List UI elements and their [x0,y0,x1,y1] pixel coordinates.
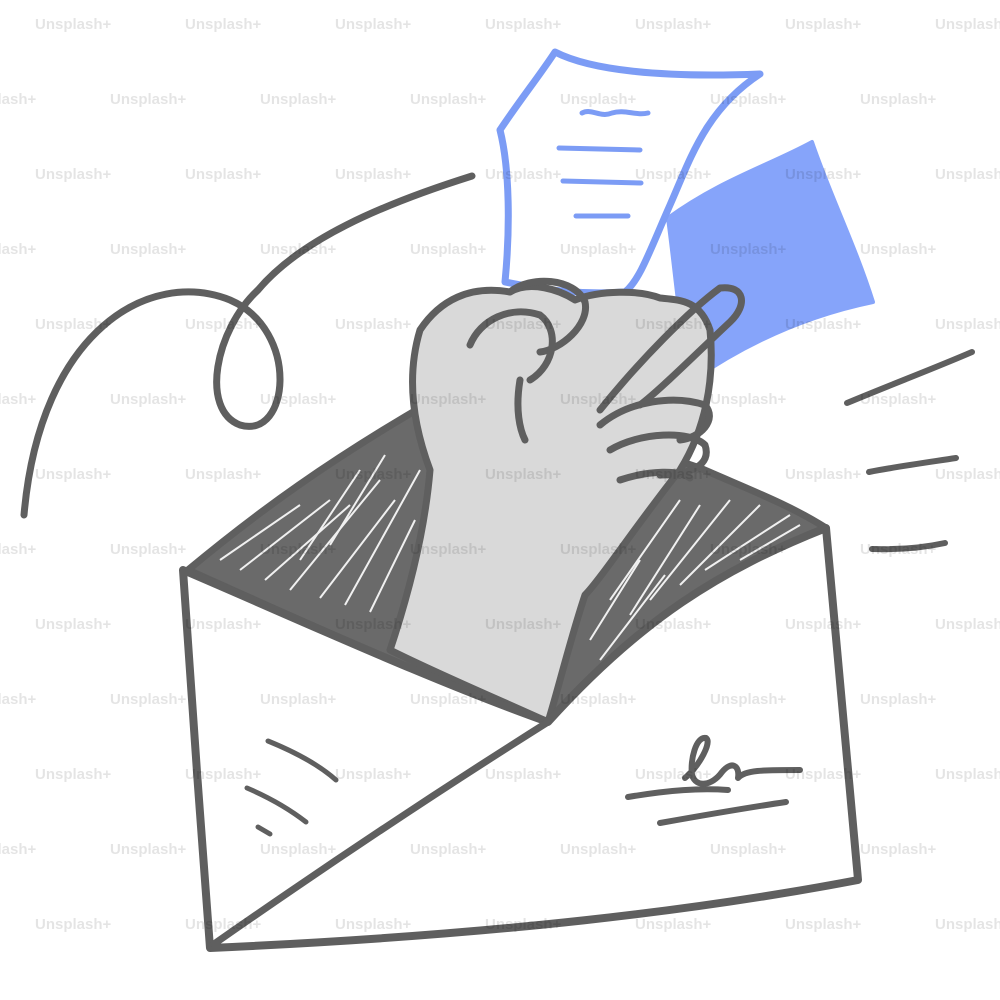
letter-front-page [496,48,764,297]
interior-hatch-marks [219,454,801,661]
letter-text-lines [556,109,651,219]
envelope-fold-line [210,718,552,948]
motion-loop-line [20,172,476,519]
hand-finger-lines [466,277,745,484]
hand-arm [386,283,715,726]
speed-line-top [844,349,975,406]
signature-mark [625,735,803,826]
envelope-shine-strokes [244,738,339,837]
speed-lines [844,349,975,553]
speed-line-middle [866,455,959,475]
speed-line-bottom [869,540,948,553]
